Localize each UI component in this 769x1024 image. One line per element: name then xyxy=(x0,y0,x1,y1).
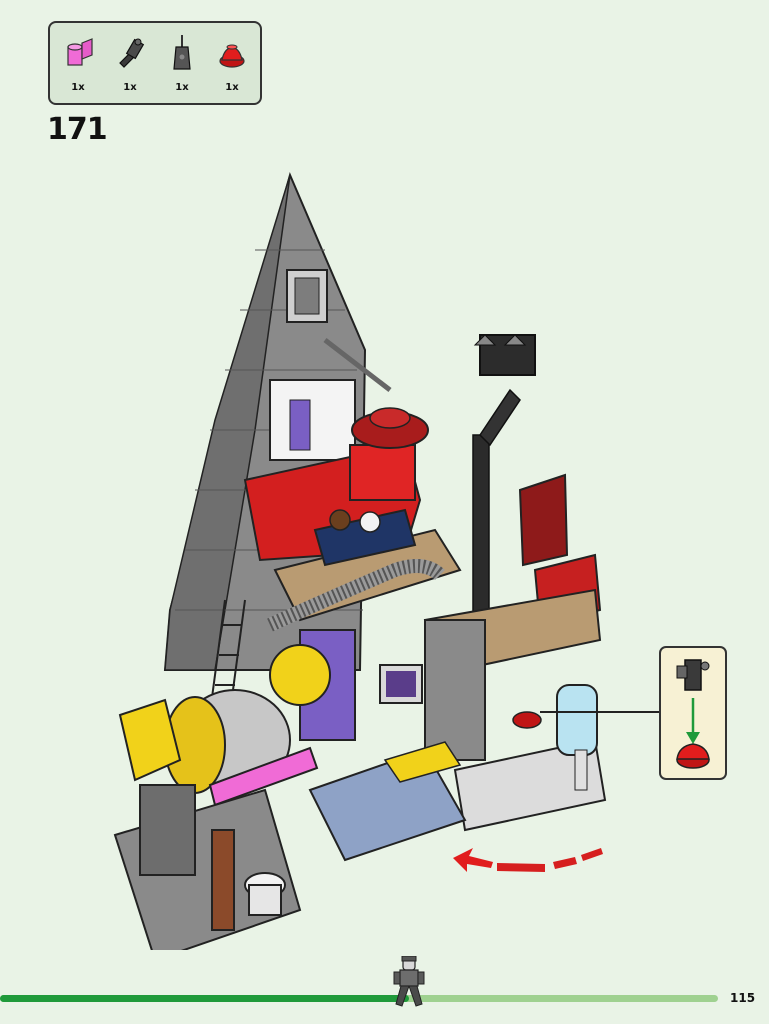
part-dark-gray-hinge-arm: 1x xyxy=(108,29,152,99)
pink-bracket-icon xyxy=(67,38,93,66)
down-arrow-icon xyxy=(686,732,700,744)
progress-bar-fill xyxy=(0,995,410,1002)
rotate-direction-arrow-icon xyxy=(453,848,603,872)
minifigure-progress-icon xyxy=(393,956,425,1007)
pink-bench xyxy=(208,746,319,807)
progress-bar xyxy=(0,995,718,1002)
part-qty: 1x xyxy=(225,82,239,93)
antenna-plate-icon xyxy=(173,35,191,70)
part-pink-bracket: 1x xyxy=(56,29,100,99)
lab-base xyxy=(453,738,607,832)
target-red-cone xyxy=(512,711,542,729)
callout-pointer-line xyxy=(540,711,659,713)
sub-assembly-callout xyxy=(659,646,727,780)
part-dark-gray-antenna-plate: 1x xyxy=(160,29,204,99)
hinge-arm-icon xyxy=(119,38,145,68)
step-number: 171 xyxy=(47,112,108,147)
parts-list-box: 1x 1x 1x 1x xyxy=(48,21,262,105)
sub-assembly-illustration xyxy=(676,659,710,769)
yellow-clamp xyxy=(118,698,182,782)
part-qty: 1x xyxy=(123,82,137,93)
part-qty: 1x xyxy=(71,82,85,93)
part-qty: 1x xyxy=(175,82,189,93)
red-throne xyxy=(518,473,569,567)
white-window xyxy=(269,379,356,461)
page-number: 115 xyxy=(730,991,756,1005)
part-red-cone-round: 1x xyxy=(210,29,254,99)
red-cone-icon xyxy=(219,44,245,68)
model-illustration xyxy=(113,171,607,950)
